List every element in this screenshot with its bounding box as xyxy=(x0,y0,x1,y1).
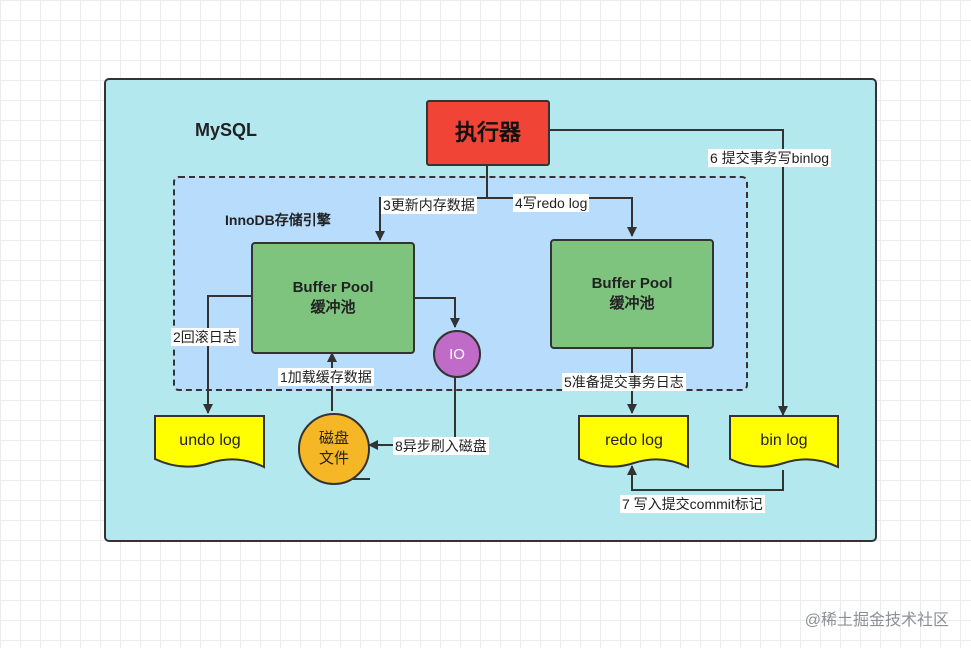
disk-label-line2: 文件 xyxy=(318,450,349,467)
disk-label-line1: 磁盘 xyxy=(318,430,349,447)
edge-rollback-log xyxy=(203,295,251,414)
buffer-pool-title: Buffer Pool xyxy=(292,279,374,296)
edge-commit-binlog xyxy=(546,129,788,416)
undo-log-label: undo log xyxy=(179,432,241,449)
undo-log-shape xyxy=(154,415,265,469)
edge-label-async-flush: 8异步刷入磁盘 xyxy=(393,437,489,455)
disk-file-node: 磁盘 文件 xyxy=(298,413,370,485)
innodb-label: InnoDB存储引擎 xyxy=(225,212,331,228)
edge-write-commit xyxy=(627,465,784,491)
bin-log-label: bin log xyxy=(760,432,808,449)
edge-label-write-redo: 4写redo log xyxy=(513,194,590,212)
watermark: @稀土掘金技术社区 xyxy=(804,612,949,629)
buffer-pool-title: Buffer Pool xyxy=(591,275,673,292)
mysql-label: MySQL xyxy=(195,120,258,140)
executor-label: 执行器 xyxy=(454,120,521,145)
buffer-pool-box-redo: Buffer Pool 缓冲池 xyxy=(550,239,714,349)
executor-box: 执行器 xyxy=(426,100,550,166)
edge-label-commit-binlog: 6 提交事务写binlog xyxy=(708,149,832,167)
io-label: IO xyxy=(449,345,465,363)
redo-log-label: redo log xyxy=(605,432,663,449)
edge-label-prepare-commit: 5准备提交事务日志 xyxy=(562,373,686,391)
edge-label-rollback-log: 2回滚日志 xyxy=(171,328,239,346)
edge-async-flush xyxy=(368,374,456,450)
buffer-pool-subtitle: 缓冲池 xyxy=(609,295,655,312)
io-node: IO xyxy=(433,330,481,378)
buffer-pool-box: Buffer Pool 缓冲池 xyxy=(251,242,415,354)
edge-label-load-data: 1加载缓存数据 xyxy=(278,368,374,386)
bin-log-shape xyxy=(729,415,839,469)
edge-label-write-commit: 7 写入提交commit标记 xyxy=(620,495,765,513)
buffer-pool-subtitle: 缓冲池 xyxy=(310,299,356,316)
edge-label-update-memory: 3更新内存数据 xyxy=(381,196,477,214)
edge-bp-io xyxy=(411,297,460,328)
redo-log-shape xyxy=(578,415,689,469)
